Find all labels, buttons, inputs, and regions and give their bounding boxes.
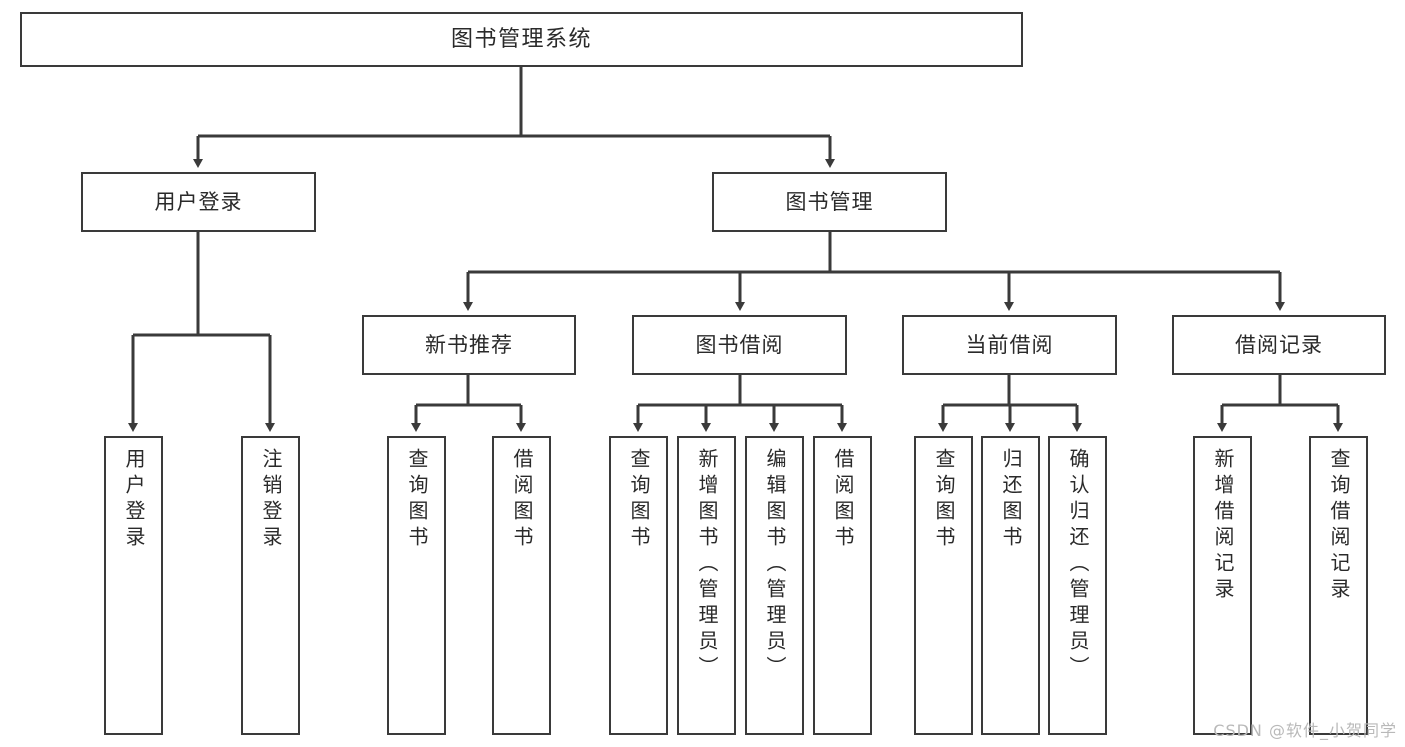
node-book-manage-label: 图书管理 (785, 189, 874, 214)
leaf-logout[interactable]: 注销登录 (241, 436, 300, 735)
leaf-query-record-label: 查询借阅记录 (1327, 448, 1351, 604)
watermark: CSDN @软件_小贺同学 (1213, 721, 1397, 740)
node-book-borrow-label: 图书借阅 (695, 332, 784, 357)
leaf-query-book-2[interactable]: 查询图书 (609, 436, 668, 735)
leaf-return-book-label: 归还图书 (999, 448, 1023, 552)
leaf-add-record[interactable]: 新增借阅记录 (1193, 436, 1252, 735)
node-new-book-rec-label: 新书推荐 (425, 332, 513, 357)
node-current-borrow-label: 当前借阅 (965, 332, 1054, 357)
node-current-borrow[interactable]: 当前借阅 (902, 315, 1117, 375)
node-user-login[interactable]: 用户登录 (81, 172, 316, 232)
leaf-add-book[interactable]: 新增图书（管理员） (677, 436, 736, 735)
node-borrow-record[interactable]: 借阅记录 (1172, 315, 1386, 375)
leaf-add-book-label: 新增图书（管理员） (695, 448, 719, 682)
leaf-query-book-1[interactable]: 查询图书 (387, 436, 446, 735)
leaf-return-book[interactable]: 归还图书 (981, 436, 1040, 735)
leaf-borrow-book-2[interactable]: 借阅图书 (813, 436, 872, 735)
node-borrow-record-label: 借阅记录 (1235, 332, 1323, 357)
node-root[interactable]: 图书管理系统 (20, 12, 1023, 67)
leaf-borrow-book-1[interactable]: 借阅图书 (492, 436, 551, 735)
leaf-user-login-label: 用户登录 (122, 448, 146, 552)
node-book-manage[interactable]: 图书管理 (712, 172, 947, 232)
leaf-confirm-return[interactable]: 确认归还（管理员） (1048, 436, 1107, 735)
leaf-user-login[interactable]: 用户登录 (104, 436, 163, 735)
leaf-query-record[interactable]: 查询借阅记录 (1309, 436, 1368, 735)
leaf-borrow-book-1-label: 借阅图书 (510, 448, 534, 552)
node-new-book-rec[interactable]: 新书推荐 (362, 315, 576, 375)
leaf-edit-book[interactable]: 编辑图书（管理员） (745, 436, 804, 735)
leaf-query-book-3[interactable]: 查询图书 (914, 436, 973, 735)
node-root-label: 图书管理系统 (450, 26, 592, 52)
leaf-query-book-1-label: 查询图书 (405, 448, 429, 552)
node-book-borrow[interactable]: 图书借阅 (632, 315, 847, 375)
leaf-confirm-return-label: 确认归还（管理员） (1066, 448, 1090, 682)
leaf-query-book-3-label: 查询图书 (932, 448, 956, 552)
leaf-add-record-label: 新增借阅记录 (1211, 448, 1235, 604)
leaf-edit-book-label: 编辑图书（管理员） (763, 448, 787, 682)
node-user-login-label: 用户登录 (154, 189, 243, 214)
leaf-query-book-2-label: 查询图书 (627, 448, 651, 552)
leaf-logout-label: 注销登录 (259, 448, 283, 552)
leaf-borrow-book-2-label: 借阅图书 (831, 448, 855, 552)
